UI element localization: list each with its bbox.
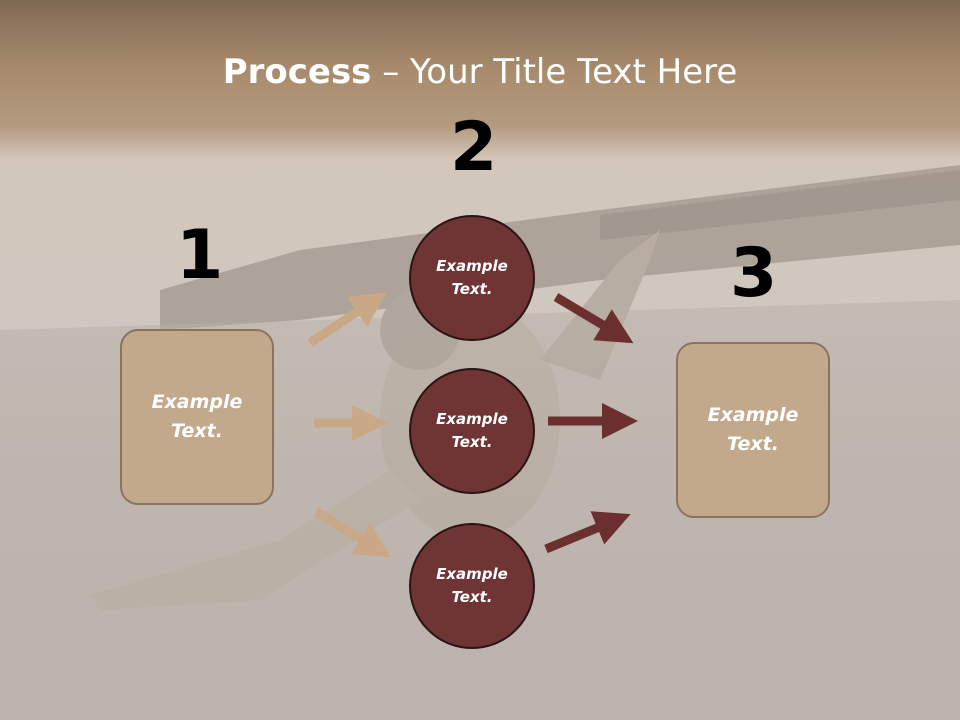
slide-title: Process – Your Title Text Here	[0, 52, 960, 92]
arrow-left-to-bottom	[313, 508, 392, 558]
arrow-top-to-right	[553, 293, 634, 344]
step-number-2: 2	[450, 108, 498, 187]
circle-bottom-line2: Text.	[451, 588, 493, 606]
circle-top-line1: Example	[436, 257, 508, 275]
right-box-line1: Example	[707, 404, 799, 426]
arrow-left-to-top	[307, 292, 388, 347]
circle-bottom-line1: Example	[436, 565, 508, 583]
circle-middle-line2: Text.	[451, 433, 493, 451]
title-bold: Process	[222, 52, 372, 92]
title-rest: – Your Title Text Here	[371, 52, 738, 92]
step-number-1: 1	[176, 216, 224, 295]
arrow-bottom-to-right	[544, 511, 631, 554]
circle-top-line2: Text.	[451, 280, 493, 298]
circle-middle-line1: Example	[436, 410, 508, 428]
right-box-line2: Text.	[727, 433, 779, 455]
left-box-line1: Example	[151, 391, 243, 413]
left-box-line2: Text.	[171, 420, 223, 442]
step-number-3: 3	[730, 234, 778, 313]
